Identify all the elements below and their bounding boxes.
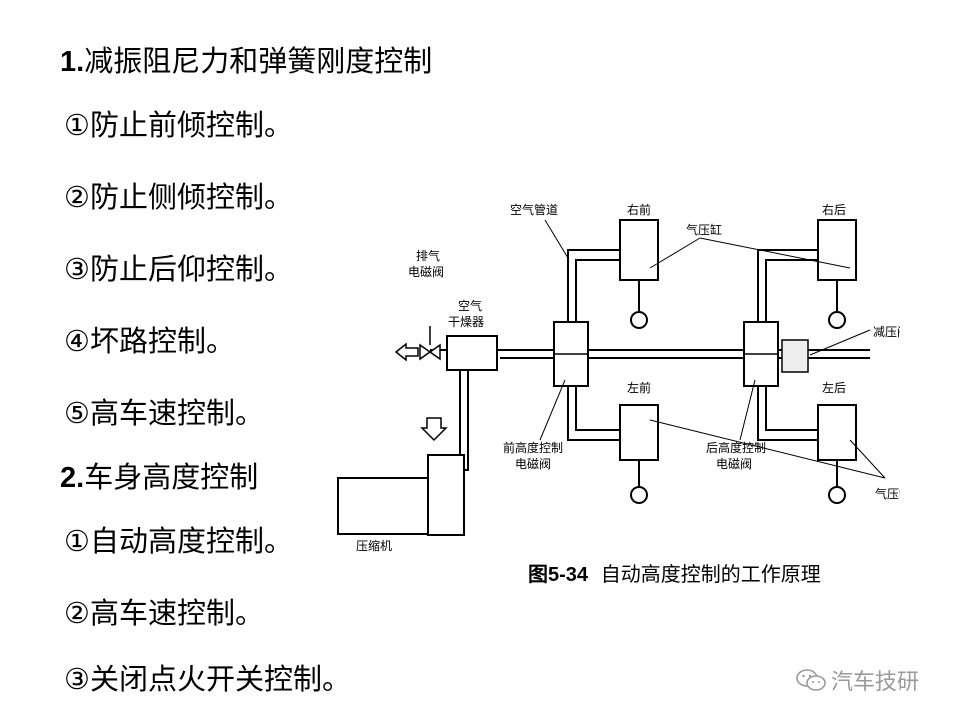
label-front-valve-2: 电磁阀 [515, 456, 551, 471]
air-dryer [446, 335, 498, 371]
label-dryer-1: 空气 [458, 298, 482, 313]
pressure-reducing-valve [781, 339, 809, 373]
label-left-front: 左前 [627, 380, 651, 395]
left-rear-cylinder [817, 404, 857, 504]
label-rear-valve-1: 后高度控制 [706, 440, 766, 455]
label-dryer-2: 干燥器 [448, 315, 484, 329]
list-item: ③关闭点火开关控制。 [64, 662, 351, 696]
left-front-cylinder [619, 404, 659, 504]
exhaust-arrow-icon [394, 342, 419, 362]
height-control-diagram: 空气管道 右前 气压缸 右后 排气 电磁阀 空气 干燥器 减压阀 左前 左后 前… [337, 202, 900, 553]
front-upper-pipe-2 [575, 259, 620, 350]
intake-arrow-icon [420, 417, 448, 442]
figure-number: 图5-34 [528, 564, 589, 586]
label-pressure-reducing-valve: 减压阀 [873, 325, 900, 339]
section-1-title: 减振阻尼力和弹簧刚度控制 [84, 44, 433, 78]
list-item: ⑤高车速控制。 [64, 396, 264, 430]
label-air-pipe: 空气管道 [510, 202, 558, 217]
watermark-text: 汽车技研 [831, 670, 920, 695]
wechat-icon [796, 669, 826, 691]
section-1-heading: 1.减振阻尼力和弹簧刚度控制 [60, 38, 432, 80]
exhaust-valve-icon [419, 326, 441, 361]
list-item: ①防止前倾控制。 [64, 108, 293, 142]
list-item: ③防止后仰控制。 [64, 252, 293, 286]
rear-upper-pipe-2 [765, 259, 818, 350]
figure-title: 自动高度控制的工作原理 [600, 562, 821, 586]
compressor-pipe [440, 370, 461, 456]
section-2-number: 2. [60, 462, 85, 494]
figure-caption: 图5-34 自动高度控制的工作原理 [528, 558, 821, 587]
label-left-rear: 左后 [822, 380, 846, 395]
label-exhaust-valve-2: 电磁阀 [408, 264, 444, 279]
label-right-rear: 右后 [822, 202, 846, 217]
right-rear-cylinder [817, 219, 857, 329]
list-item: ②防止侧倾控制。 [64, 180, 293, 214]
label-right-front: 右前 [627, 202, 651, 217]
section-2-title: 车身高度控制 [84, 460, 259, 494]
label-cylinder-bottom: 气压缸 [875, 486, 900, 501]
list-item: ④坏路控制。 [64, 324, 235, 358]
label-exhaust-valve-1: 排气 [416, 248, 440, 263]
right-front-cylinder [619, 219, 659, 329]
section-2-heading: 2.车身高度控制 [60, 454, 258, 496]
compressor [337, 454, 465, 536]
label-compressor: 压缩机 [356, 538, 392, 553]
label-cylinder: 气压缸 [686, 222, 722, 237]
list-item: ①自动高度控制。 [64, 524, 293, 558]
label-rear-valve-2: 电磁阀 [716, 456, 752, 471]
label-front-valve-1: 前高度控制 [503, 440, 563, 455]
section-1-number: 1. [60, 46, 85, 78]
watermark: 汽车技研 [795, 664, 919, 696]
list-item: ②高车速控制。 [64, 596, 264, 630]
front-upper-pipe [567, 249, 620, 350]
